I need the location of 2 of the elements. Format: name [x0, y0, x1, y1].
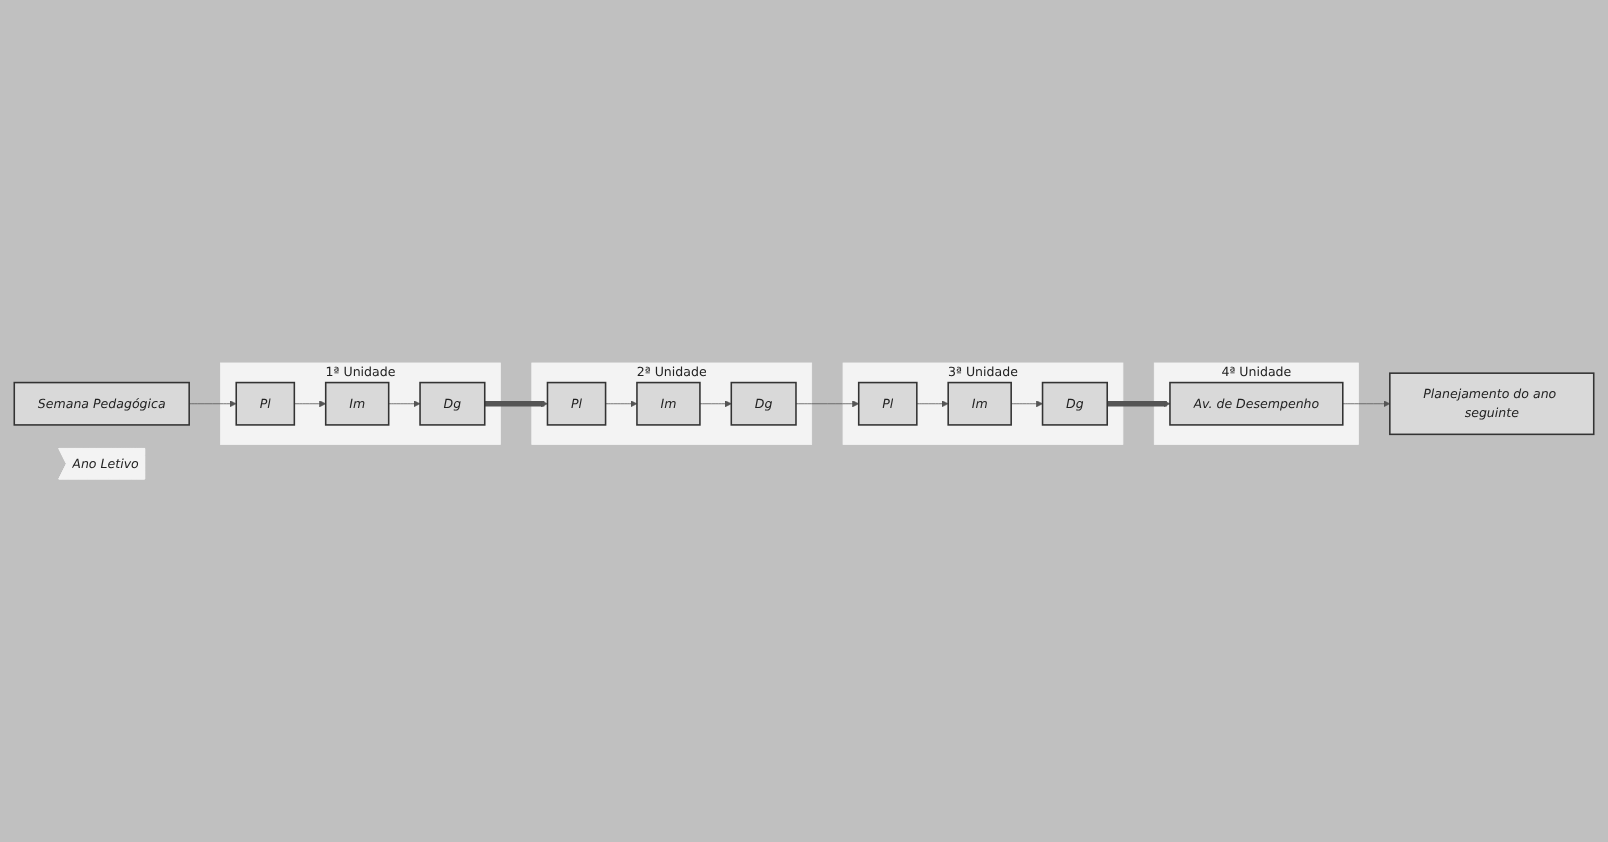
- arrow: [484, 400, 548, 408]
- arrow: [1107, 400, 1171, 408]
